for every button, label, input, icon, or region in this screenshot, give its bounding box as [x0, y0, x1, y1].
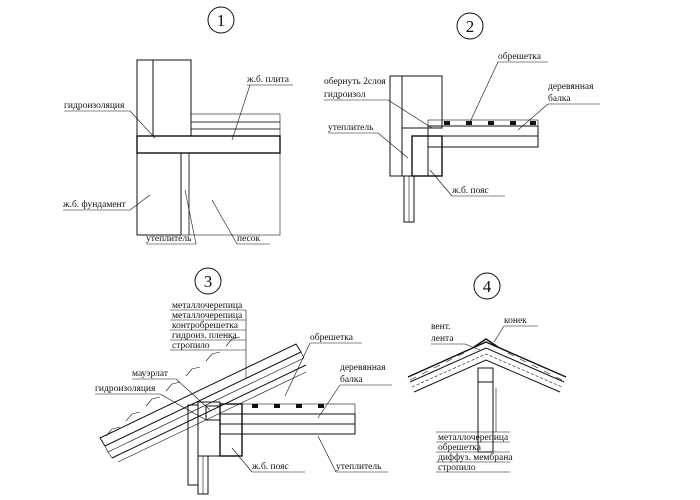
diagram-3: 3 металлочерепица металлочерепица контро…	[95, 267, 392, 495]
lathing-blocks-2	[444, 121, 536, 125]
label-foundation: ж.б. фундамент	[62, 199, 127, 210]
label-insulation-2: утеплитель	[328, 123, 374, 133]
label-vent-line2: лента	[431, 334, 454, 344]
ridge-roof-4	[407, 338, 567, 393]
diagram-4-number: 4	[483, 277, 492, 296]
sand-bed	[188, 152, 281, 236]
label-belt-3: ж.б. пояс	[251, 461, 289, 472]
leader-waterproofing-3	[159, 393, 207, 421]
beam-2-lower	[427, 135, 539, 148]
leader-beam-3	[317, 384, 341, 419]
layer-4-item-3: диффуз. мембрана	[438, 452, 513, 463]
leader-insulation-3	[317, 435, 337, 473]
layer-legend-3: металлочерепица металлочерепица контробр…	[170, 301, 247, 378]
roof-slope-3	[99, 336, 307, 463]
label-mauerlat: мауэрлат	[132, 369, 169, 379]
diagram-3-number-circle	[194, 267, 222, 295]
leader-belt-3	[231, 447, 253, 473]
layer-3-item-2: металлочерепица	[172, 311, 243, 321]
label-slab: ж.б. плита	[246, 74, 290, 85]
label-belt-2: ж.б. пояс	[451, 185, 489, 196]
layer-3-item-1: металлочерепица	[172, 301, 243, 311]
rc-belt-2	[411, 135, 443, 177]
leader-insulation-2	[377, 132, 409, 159]
lathing-blocks-3	[252, 404, 324, 408]
brick-wall-1	[136, 59, 154, 137]
layer-4-item-4: стропило	[438, 463, 476, 473]
brick-wall-2	[389, 75, 403, 177]
leader-belt-2	[429, 169, 453, 197]
layer-3-item-3: контробрешетка	[172, 320, 239, 331]
label-beam-2-line1: деревянная	[548, 82, 594, 92]
label-wrap-line1: обернуть 2слоя	[324, 76, 386, 87]
diagram-2-number: 2	[466, 17, 475, 36]
layer-3-item-4: гидроиз. пленка	[172, 331, 237, 341]
diagram-2-number-circle	[456, 12, 484, 40]
leader-beam-2	[517, 103, 549, 131]
diagram-4: 4 вент. лента конек металлочереп	[407, 272, 567, 473]
ceiling-insulation-3	[219, 403, 356, 415]
leader-slab	[231, 84, 251, 141]
label-lathing-2: обрешетка	[498, 51, 542, 62]
diagram-1: 1 ж.б. плита гидроизоляция ж.б. фундамен…	[62, 6, 293, 245]
leader-wrap	[387, 99, 433, 129]
diagram-2: 2 обрешетка обернуть 2слоя гидроизол дер…	[324, 12, 600, 223]
leader-insulation-1	[184, 189, 197, 245]
beam-2	[427, 125, 539, 137]
foundation-insulation	[180, 152, 190, 236]
label-beam-2-line2: балка	[548, 93, 571, 104]
leader-vent	[464, 343, 481, 351]
label-sand: песок	[237, 234, 261, 244]
leader-foundation	[129, 194, 151, 211]
leader-waterproofing-1	[129, 110, 156, 139]
leader-lathing-3	[284, 342, 311, 397]
label-insulation-3: утеплитель	[336, 462, 382, 472]
wall-3	[197, 401, 221, 457]
label-wrap-line2: гидроизол	[324, 90, 366, 100]
floor-screed-layer	[190, 121, 281, 130]
rc-foundation	[136, 152, 182, 236]
layer-4-item-1: металлочерепица	[438, 433, 509, 443]
layer-legend-4: металлочерепица обрешетка диффуз. мембра…	[436, 388, 513, 473]
layer-3-item-5: стропило	[172, 341, 210, 351]
beam-3-lower	[219, 423, 356, 435]
label-beam-3-line2: балка	[340, 374, 363, 385]
label-waterproofing-1: гидроизоляция	[64, 101, 125, 111]
label-insulation-1: утеплитель	[146, 234, 192, 244]
floor-insulation-layer	[190, 113, 281, 123]
label-vent-line1: вент.	[431, 322, 451, 332]
diagram-3-number: 3	[204, 272, 213, 291]
wall-2-lower	[401, 127, 429, 177]
leader-lathing-2	[469, 61, 499, 123]
label-beam-3-line1: деревянная	[340, 363, 386, 373]
rc-slab	[136, 135, 281, 154]
concrete-wall-1	[152, 59, 192, 137]
label-ridge: конек	[504, 316, 527, 326]
diagram-4-number-circle	[473, 272, 501, 300]
label-waterproofing-3: гидроизоляция	[95, 384, 156, 394]
ridge-beam	[477, 367, 494, 383]
diagram-1-number-circle	[207, 6, 235, 34]
layer-4-item-2: обрешетка	[438, 442, 482, 453]
leader-mauerlat	[175, 378, 211, 411]
diagram-1-number: 1	[217, 11, 226, 30]
leader-sand	[211, 199, 238, 245]
ridge-cap	[473, 338, 499, 348]
leader-ridge	[493, 325, 505, 343]
beam-3	[219, 413, 356, 425]
label-lathing-3: обрешетка	[310, 332, 354, 343]
